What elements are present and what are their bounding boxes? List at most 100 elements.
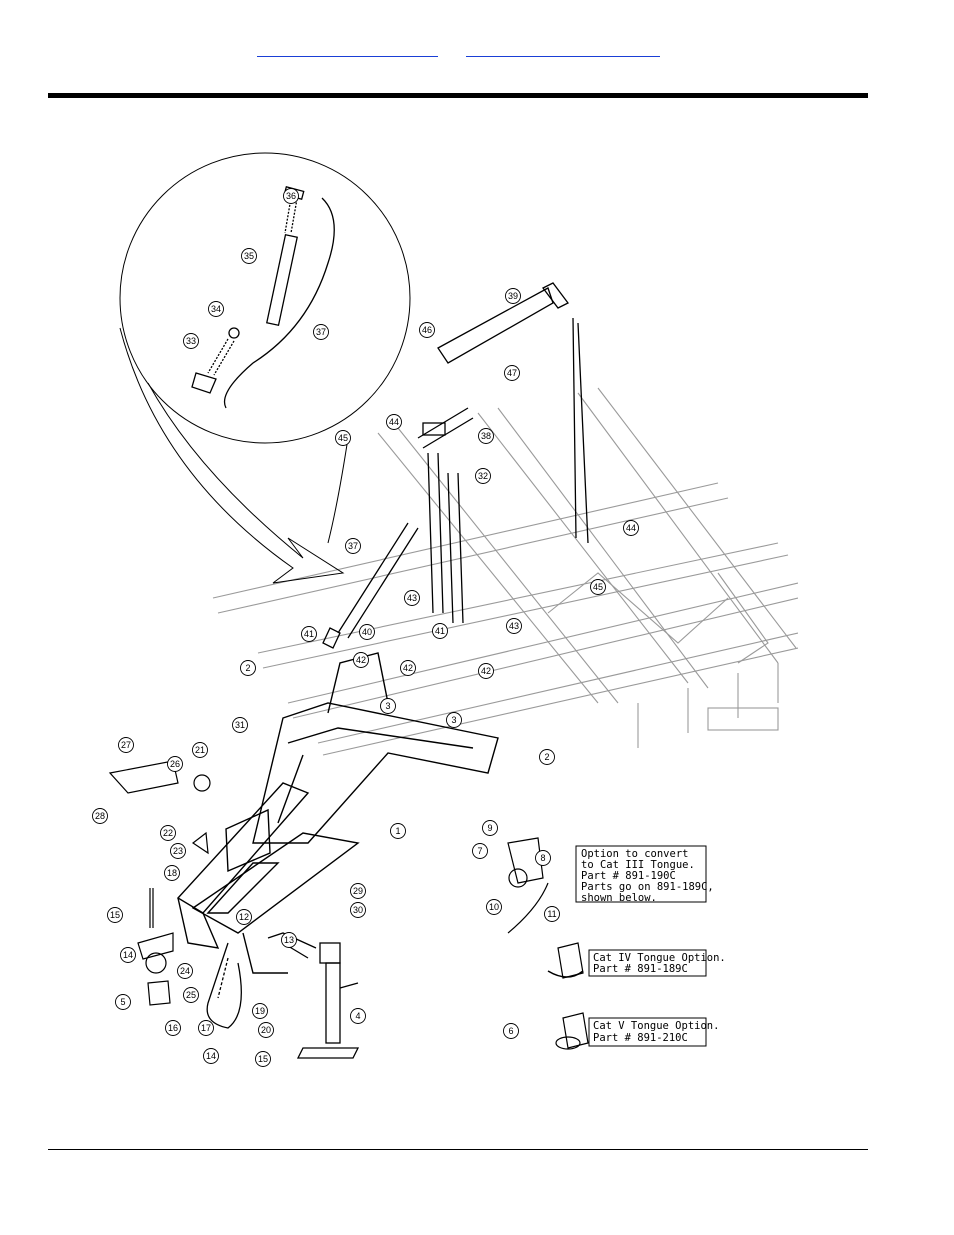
part-number-label: 6 [508, 1026, 513, 1036]
callout-bubble [241, 248, 257, 264]
part-number-label: 16 [168, 1023, 178, 1033]
callout-bubble [390, 823, 406, 839]
callout-bubble [404, 590, 420, 606]
part-number-label: 8 [540, 853, 545, 863]
callout-bubble [160, 825, 176, 841]
callout-bubble [107, 907, 123, 923]
callout-bubble [506, 618, 522, 634]
part-number-label: 45 [593, 582, 603, 592]
callout-bubble [301, 626, 317, 642]
implement-frame [212, 387, 798, 756]
part-number-label: 26 [170, 759, 180, 769]
callout-bubble [419, 322, 435, 338]
callout-bubble [503, 1023, 519, 1039]
top-nav-link-2[interactable] [466, 42, 660, 57]
part-number-label: 2 [544, 752, 549, 762]
callout-bubble [482, 820, 498, 836]
part-number-label: 21 [195, 745, 205, 755]
option-text: Part # 891-190C [581, 870, 676, 882]
top-nav-link-1[interactable] [257, 42, 438, 57]
jack-stand [267, 932, 360, 1059]
detail-circle [119, 152, 411, 584]
part-number-label: 39 [508, 291, 518, 301]
upper-linkage [322, 282, 589, 649]
part-number-label: 12 [239, 912, 249, 922]
callout-bubble [240, 660, 256, 676]
option-text: to Cat III Tongue. [581, 859, 695, 871]
part-number-label: 30 [353, 905, 363, 915]
part-number-label: 24 [180, 966, 190, 976]
callout-bubble [283, 188, 299, 204]
part-number-label: 4 [355, 1011, 360, 1021]
callout-bubble [192, 742, 208, 758]
part-number-label: 42 [356, 655, 366, 665]
option-box-cat3: Option to convert to Cat III Tongue. Par… [575, 845, 714, 904]
callout-bubble [203, 1048, 219, 1064]
option-text: Part # 891-189C [593, 963, 688, 975]
callout-bubble [345, 538, 361, 554]
part-number-label: 35 [244, 251, 254, 261]
callout-bubble [165, 1020, 181, 1036]
option-text: Option to convert [581, 848, 688, 860]
option-box-cat5: Cat V Tongue Option. Part # 891-210C [588, 1017, 719, 1047]
hitch-parts [108, 760, 211, 1006]
part-number-label: 37 [348, 541, 358, 551]
option-text: Part # 891-210C [593, 1032, 688, 1044]
callout-bubble [232, 717, 248, 733]
part-number-label: 29 [353, 886, 363, 896]
part-number-label: 47 [507, 368, 517, 378]
part-number-label: 19 [255, 1006, 265, 1016]
callout-bubble [353, 652, 369, 668]
callout-bubble [535, 850, 551, 866]
option-text: Parts go on 891-189C, [581, 881, 714, 893]
part-number-label: 23 [173, 846, 183, 856]
optional-hitches [507, 837, 589, 1050]
part-number-label: 5 [120, 997, 125, 1007]
part-number-label: 46 [422, 325, 432, 335]
part-number-label: 28 [95, 811, 105, 821]
part-number-label: 2 [245, 663, 250, 673]
part-number-label: 37 [316, 327, 326, 337]
callout-bubble [623, 520, 639, 536]
part-number-label: 38 [481, 431, 491, 441]
part-number-label: 15 [258, 1054, 268, 1064]
callout-bubble [350, 1008, 366, 1024]
callout-bubble [504, 365, 520, 381]
callout-bubble [170, 843, 186, 859]
part-number-label: 25 [186, 990, 196, 1000]
callout-bubble [255, 1051, 271, 1067]
part-number-label: 1 [395, 826, 400, 836]
footer-rule [48, 1149, 868, 1150]
callout-bubble [198, 1020, 214, 1036]
callout-bubble [472, 843, 488, 859]
callout-bubble [120, 947, 136, 963]
part-number-label: 31 [235, 720, 245, 730]
part-number-label: 13 [284, 935, 294, 945]
part-number-label: 40 [362, 627, 372, 637]
callout-bubble [505, 288, 521, 304]
callout-bubble [208, 301, 224, 317]
callout-bubble [478, 428, 494, 444]
option-text: Cat V Tongue Option. [593, 1020, 719, 1032]
part-number-label: 11 [547, 909, 556, 919]
callout-bubble [475, 468, 491, 484]
part-number-label: 18 [167, 868, 177, 878]
part-number-label: 44 [626, 523, 636, 533]
part-number-label: 20 [261, 1025, 271, 1035]
part-number-label: 17 [201, 1023, 211, 1033]
callout-bubble [446, 712, 462, 728]
safety-chain [206, 942, 242, 1029]
callout-bubble [380, 698, 396, 714]
parts-diagram: Option to convert to Cat III Tongue. Par… [92, 152, 798, 1067]
tongue-frame [176, 652, 499, 974]
option-text: shown below. [581, 892, 657, 904]
callout-bubble [313, 324, 329, 340]
part-number-label: 32 [478, 471, 488, 481]
callout-bubble [386, 414, 402, 430]
option-text: Cat IV Tongue Option. [593, 952, 726, 964]
part-number-label: 7 [477, 846, 482, 856]
part-number-label: 34 [211, 304, 221, 314]
callout-bubble [177, 963, 193, 979]
part-number-label: 33 [186, 336, 196, 346]
